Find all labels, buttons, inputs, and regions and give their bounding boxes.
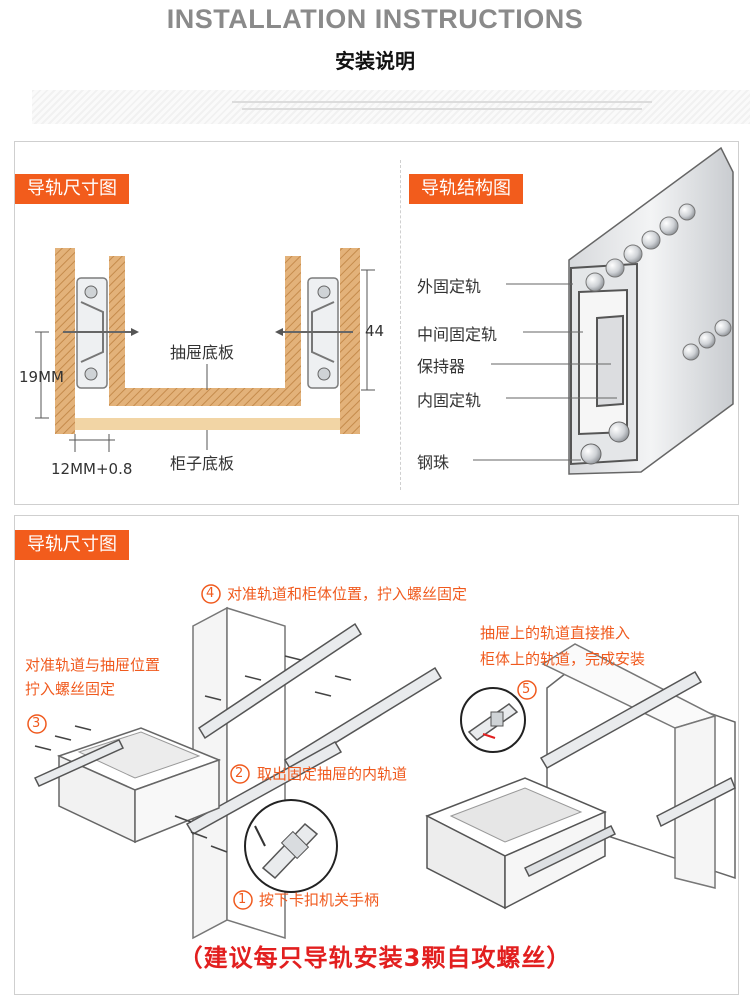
screw-recommendation-note: （建议每只导轨安装3颗自攻螺丝） (178, 944, 572, 972)
panel-divider (400, 160, 401, 490)
step5-number: 5 (522, 682, 531, 697)
step3-text-line1: 对准轨道与抽屉位置 (25, 656, 161, 674)
middle-rail-label: 中间固定轨 (417, 325, 498, 344)
step3-text-line2: 拧入螺丝固定 (25, 680, 116, 698)
step3-number: 3 (32, 716, 41, 731)
install-tag: 导轨尺寸图 (15, 530, 129, 560)
install-panel: 导轨尺寸图 (14, 515, 739, 995)
decorative-band (32, 90, 750, 124)
steel-ball-label: 钢珠 (417, 453, 450, 472)
dim-44-label: 44 (365, 322, 385, 340)
dimension-tag: 导轨尺寸图 (15, 174, 129, 204)
structure-tag: 导轨结构图 (409, 174, 523, 204)
retainer-label: 保持器 (417, 357, 466, 376)
step1-number: 1 (238, 892, 247, 907)
page-subtitle: 安装说明 (335, 49, 415, 73)
rail-dimension-drawing (35, 248, 375, 452)
page-title: INSTALLATION INSTRUCTIONS (166, 4, 584, 34)
cabinet-bottom-label: 柜子底板 (170, 454, 235, 473)
step4-text: 对准轨道和柜体位置，拧入螺丝固定 (227, 585, 468, 603)
step5-text-line1: 抽屉上的轨道直接推入 (480, 624, 631, 642)
step5-text-line2: 柜体上的轨道，完成安装 (480, 650, 646, 668)
inner-rail-label: 内固定轨 (417, 391, 482, 410)
step2-text: 取出固定抽屉的内轨道 (257, 765, 408, 783)
dim-19mm-label: 19MM (19, 368, 64, 386)
drawer-bottom-label: 抽屉底板 (170, 343, 235, 362)
step1-text: 按下卡扣机关手柄 (259, 891, 380, 909)
top-panel: 导轨尺寸图 导轨结构图 (14, 141, 739, 505)
dim-12mm-label: 12MM+0.8 (51, 460, 133, 478)
outer-rail-label: 外固定轨 (417, 277, 482, 296)
step4-number: 4 (206, 586, 215, 601)
installation-drawing (27, 584, 736, 940)
rail-structure-drawing (473, 146, 734, 475)
step2-number: 2 (235, 766, 244, 781)
